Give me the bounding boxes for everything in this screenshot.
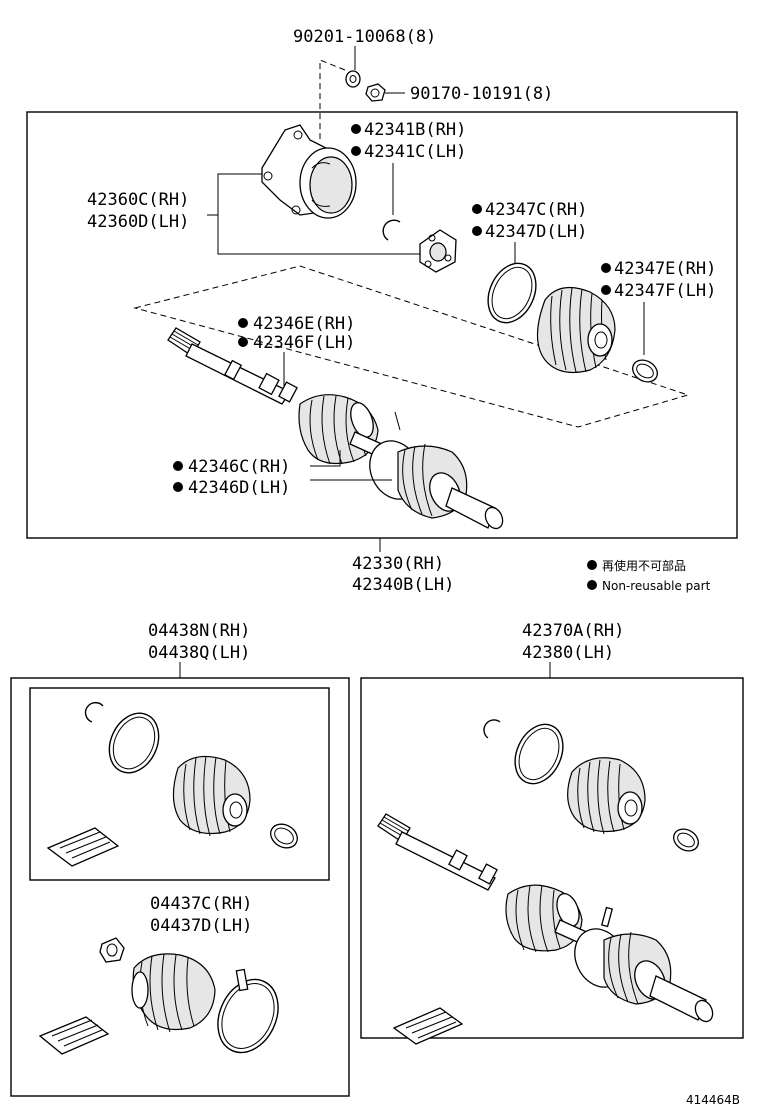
washer-90201 — [345, 70, 361, 88]
label-42330: 42330(RH) — [352, 554, 444, 574]
outer-joint-housing — [261, 124, 357, 219]
drive-shaft-42370 — [377, 813, 714, 1023]
boot-42347 — [536, 286, 616, 373]
label-42347e: 42347E(RH) — [614, 259, 716, 279]
kit-clamp-band-lower — [217, 968, 279, 1054]
asm2-clamp-large — [514, 723, 564, 785]
leader-42360-housing — [207, 173, 265, 216]
kit-snap-ring — [84, 701, 104, 723]
drive-shaft-42330 — [167, 327, 504, 530]
figure-id: 414464B — [686, 1093, 740, 1107]
label-42346e: 42346E(RH) — [253, 314, 355, 334]
kit-clamp-large — [108, 712, 160, 774]
label-04437d: 04437D(LH) — [150, 916, 252, 936]
leader-42346c — [310, 450, 341, 467]
label-42346c: 42346C(RH) — [188, 457, 290, 477]
bullet-42346c — [173, 461, 183, 471]
label-42360d: 42360D(LH) — [87, 212, 189, 232]
boot-clamp-large — [487, 262, 537, 324]
legend-en: Non-reusable part — [602, 579, 711, 593]
legend-bullet-en — [587, 580, 597, 590]
label-42360c: 42360C(RH) — [87, 190, 189, 210]
bullet-42347c — [472, 204, 482, 214]
kit-clamp-small — [270, 823, 298, 849]
label-42340b: 42340B(LH) — [352, 575, 454, 595]
kit-grease-packet-lower — [38, 1016, 110, 1055]
legend-bullet-jp — [587, 560, 597, 570]
bullet-42346f — [238, 337, 248, 347]
asm2-clamp-small — [673, 828, 699, 852]
asm2-boot-upper — [567, 757, 646, 835]
nut-hole — [370, 88, 380, 98]
kit-boot-lower — [131, 953, 216, 1033]
kit-clamp-large-inner — [112, 716, 156, 770]
label-04438q: 04438Q(LH) — [148, 643, 250, 663]
label-42370a: 42370A(RH) — [522, 621, 624, 641]
bullet-42347f — [601, 285, 611, 295]
kit-frame-04438 — [10, 677, 350, 1097]
label-42341c: 42341C(LH) — [364, 142, 466, 162]
label-42346f: 42346F(LH) — [253, 333, 355, 353]
snap-ring-42341 — [382, 219, 401, 241]
kit-grease-packet-upper — [46, 827, 120, 867]
label-42347f: 42347F(LH) — [614, 281, 716, 301]
boot-clamp-small — [632, 359, 658, 383]
washer-hole — [349, 75, 357, 83]
bullet-42347d — [472, 226, 482, 236]
boot-clamp-large-inner — [491, 266, 533, 320]
nut-90170 — [365, 83, 386, 102]
bullet-42347e — [601, 263, 611, 273]
asm2-clamp-large-inner — [518, 727, 560, 781]
dashed-boot-kit-outline — [133, 265, 690, 428]
label-04438n: 04438N(RH) — [148, 621, 250, 641]
asm2-snap-ring — [483, 719, 501, 739]
label-04437c: 04437C(RH) — [150, 894, 252, 914]
label-42346d: 42346D(LH) — [188, 478, 290, 498]
bullet-42341b — [351, 124, 361, 134]
bullet-42346d — [173, 482, 183, 492]
asm2-grease-packet — [392, 1007, 464, 1045]
label-42341b: 42341B(RH) — [364, 120, 466, 140]
label-90201-10068: 90201-10068(8) — [293, 27, 436, 47]
dashed-bolt-indicator — [319, 59, 346, 140]
label-42347c: 42347C(RH) — [485, 200, 587, 220]
bullet-42346e — [238, 318, 248, 328]
kit-frame-inner — [29, 687, 330, 881]
legend-jp: 再使用不可部品 — [602, 558, 686, 573]
tripod-joint — [419, 229, 457, 273]
label-42380: 42380(LH) — [522, 643, 614, 663]
leader-42360-tripod — [217, 215, 420, 255]
bullet-42341c — [351, 146, 361, 156]
label-90170-10191: 90170-10191(8) — [410, 84, 553, 104]
label-42347d: 42347D(LH) — [485, 222, 587, 242]
assembly-frame-42330 — [26, 111, 738, 539]
assembly-frame-42370 — [360, 677, 744, 1039]
kit-clamp-small-lower — [99, 937, 125, 963]
kit-boot-upper — [172, 755, 251, 837]
